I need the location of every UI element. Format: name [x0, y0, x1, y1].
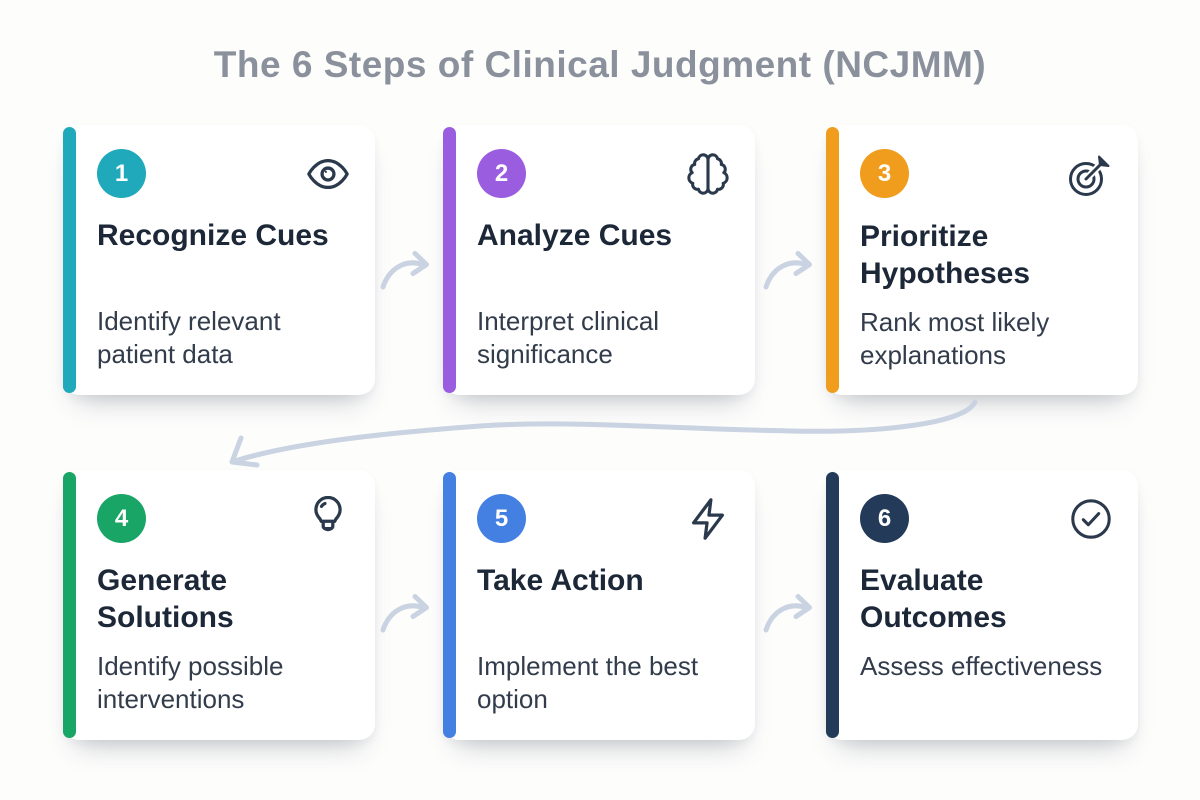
card-title: Take Action — [477, 564, 644, 597]
card-description: Interpret clinical significance — [477, 306, 660, 370]
card-accent-bar — [443, 472, 456, 738]
connector-arrow-step5-step6 — [760, 584, 820, 636]
card-title: Generate Solutions — [97, 564, 234, 634]
card-description: Rank most likely explanations — [860, 307, 1050, 371]
target-icon — [1066, 151, 1114, 199]
card-description: Identify possible interventions — [97, 651, 284, 715]
check-circle-icon — [1068, 496, 1114, 542]
card-title: Analyze Cues — [477, 219, 673, 252]
card-accent-bar — [443, 127, 456, 393]
card-recognize-cues: 1 Recognize Cues Identify relevant patie… — [63, 125, 375, 395]
card-accent-bar — [826, 472, 839, 738]
card-analyze-cues: 2 Analyze Cues Interpret clinical signif… — [443, 125, 755, 395]
card-description: Assess effectiveness — [860, 651, 1103, 681]
lightbulb-icon — [305, 496, 351, 542]
card-prioritize-hypotheses: 3 Prioritize Hypotheses Rank most likely… — [826, 125, 1138, 395]
step-number-badge: 3 — [860, 149, 909, 198]
page-title: The 6 Steps of Clinical Judgment (NCJMM) — [213, 44, 987, 85]
step-number-badge: 4 — [97, 494, 146, 543]
step-number-badge: 2 — [477, 149, 526, 198]
card-accent-bar — [63, 127, 76, 393]
connector-arrow-step2-step3 — [760, 241, 820, 293]
connector-arrow-step1-step2 — [377, 241, 437, 293]
card-description: Implement the best option — [477, 651, 699, 715]
card-accent-bar — [63, 472, 76, 738]
card-generate-solutions: 4 Generate Solutions Identify possible i… — [63, 470, 375, 740]
card-take-action: 5 Take Action Implement the best option — [443, 470, 755, 740]
card-description: Identify relevant patient data — [97, 306, 281, 370]
card-title: Prioritize Hypotheses — [860, 220, 1031, 290]
card-accent-bar — [826, 127, 839, 393]
card-title: Recognize Cues — [97, 219, 329, 252]
connector-arrow-step3-step4 — [180, 398, 990, 474]
card-evaluate-outcomes: 6 Evaluate Outcomes Assess effectiveness — [826, 470, 1138, 740]
step-number-badge: 1 — [97, 149, 146, 198]
eye-icon — [305, 151, 351, 197]
brain-icon — [685, 151, 731, 197]
step-number-badge: 5 — [477, 494, 526, 543]
connector-arrow-step4-step5 — [377, 584, 437, 636]
card-title: Evaluate Outcomes — [860, 564, 1007, 634]
lightning-icon — [685, 496, 731, 542]
step-number-badge: 6 — [860, 494, 909, 543]
